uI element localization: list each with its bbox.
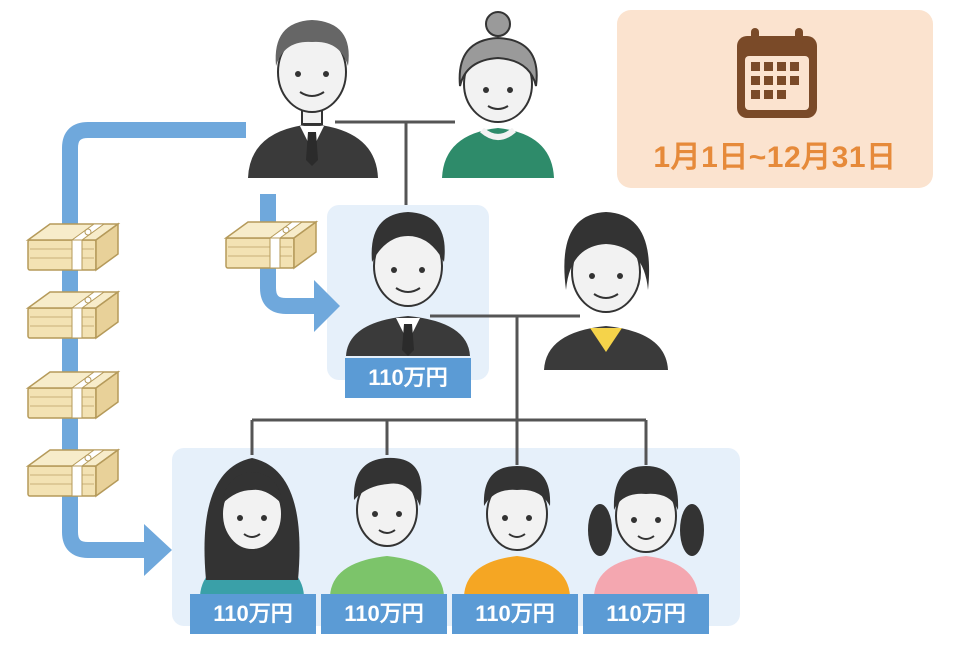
money-bundle-icon	[225, 221, 317, 269]
child-figure-4	[588, 466, 704, 596]
arrow-icon	[144, 524, 172, 576]
period-text: 1月1日~12月31日	[653, 141, 897, 174]
amount-label-son: 110万円	[345, 358, 471, 398]
money-bundle-icon	[27, 371, 119, 419]
grandfather-figure	[248, 20, 378, 178]
arrow-to-son	[260, 194, 316, 314]
child-figure-2	[330, 457, 444, 596]
son-figure	[346, 212, 470, 356]
daughter-in-law-figure	[544, 212, 668, 370]
arrow-to-children	[62, 122, 246, 558]
family-lines	[250, 120, 648, 465]
amount-label-child-3: 110万円	[452, 594, 578, 634]
money-bundle-icon	[27, 291, 119, 339]
calendar-icon	[737, 28, 817, 118]
amount-label-child-2: 110万円	[321, 594, 447, 634]
calendar-period-panel: 1月1日~12月31日	[617, 10, 933, 188]
arrow-icon	[314, 280, 340, 332]
amount-label-child-1: 110万円	[190, 594, 316, 634]
money-bundle-icon	[27, 449, 119, 497]
money-bundle-icon	[27, 223, 119, 271]
grandmother-figure	[442, 11, 554, 178]
child-figure-1	[200, 458, 304, 596]
child-figure-3	[464, 466, 570, 596]
amount-label-child-4: 110万円	[583, 594, 709, 634]
